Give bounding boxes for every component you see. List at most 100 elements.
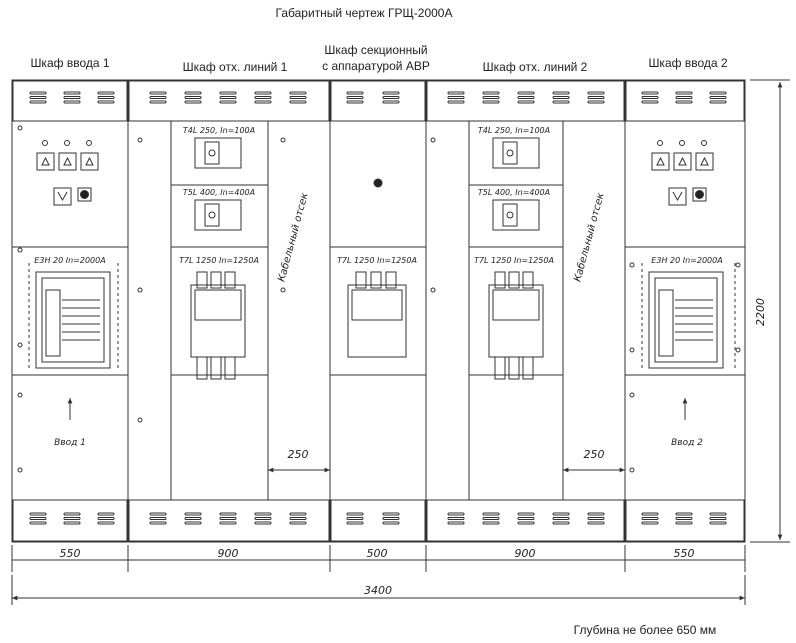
input-label-1: Ввод 1 <box>54 438 86 448</box>
breaker-lever-icon <box>204 141 220 165</box>
door-hinge-dot <box>17 467 23 473</box>
breaker-handle-area <box>658 289 674 357</box>
vent-slot <box>641 517 659 520</box>
vent-slot <box>447 91 465 95</box>
vent-slot <box>346 96 364 99</box>
vent-slot <box>587 96 605 99</box>
ammeter-icon <box>80 152 99 171</box>
indicator-lamp <box>701 140 707 146</box>
switch-box-icon <box>692 187 707 202</box>
cable-width-label-2: 250 <box>584 448 605 461</box>
vent-slot <box>482 100 500 104</box>
indicator-lamp <box>657 140 663 146</box>
vent-slot <box>482 517 500 520</box>
breaker-lever-icon <box>204 203 220 227</box>
switch-box-icon <box>77 187 92 202</box>
breaker-terminal-icon <box>494 356 506 380</box>
air-breaker-housing <box>648 271 724 369</box>
breaker-terminal-icon <box>224 356 236 380</box>
cabinet-label-sectional-line2: с аппаратурой АВР <box>322 59 430 73</box>
cabinet-label-sectional-line1: Шкаф секционный <box>324 43 427 57</box>
vent-slot <box>709 517 727 520</box>
vent-slot <box>289 96 307 99</box>
vent-slot <box>254 521 272 525</box>
ammeter-icon <box>651 152 670 171</box>
vent-slot <box>149 100 167 104</box>
breaker-terminal-icon <box>508 356 520 380</box>
breaker-label-e3h-2: Е3Н 20 In=2000А <box>651 256 722 265</box>
indicator-lamp <box>64 140 70 146</box>
vent-slot <box>552 517 570 520</box>
vent-slot <box>447 517 465 520</box>
breaker-label-t4l-1: T4L 250, In=100А <box>183 126 255 135</box>
vent-slot <box>641 521 659 525</box>
vent-slot <box>675 91 693 95</box>
vent-slot <box>63 100 81 104</box>
vent-slot <box>641 100 659 104</box>
vent-slot <box>346 91 364 95</box>
height-label: 2200 <box>754 298 767 326</box>
door-hinge-dot <box>17 392 23 398</box>
door-hinge-dot <box>280 137 286 143</box>
vent-slot <box>219 91 237 95</box>
moulded-breaker-icon <box>492 137 540 169</box>
vent-slot <box>184 521 202 525</box>
vent-slot <box>289 517 307 520</box>
vent-slot <box>219 517 237 520</box>
vent-slot <box>447 100 465 104</box>
vent-slot <box>709 91 727 95</box>
door-hinge-dot <box>629 262 635 268</box>
vent-slot <box>709 512 727 516</box>
vent-slot <box>517 521 535 525</box>
cable-compartment-label-2: Кабельный отсек <box>571 191 606 283</box>
cabinet-label-input-1: Шкаф ввода 1 <box>30 56 109 70</box>
vent-slot <box>63 512 81 516</box>
input-label-2: Ввод 2 <box>671 438 703 448</box>
power-breaker-top <box>194 289 242 321</box>
vent-slot <box>219 100 237 104</box>
door-hinge-dot <box>735 347 741 353</box>
vent-slot <box>382 100 400 104</box>
vent-slot <box>254 91 272 95</box>
vent-slot <box>219 96 237 99</box>
ammeter-needle-icon <box>678 156 687 166</box>
cabinet-frame <box>127 79 331 543</box>
door-hinge-dot <box>735 262 741 268</box>
voltmeter-needle-icon <box>57 191 68 202</box>
cabinet-bottom-panel <box>128 499 330 542</box>
ammeter-icon <box>695 152 714 171</box>
vent-slot <box>587 521 605 525</box>
cabinet-label-input-2: Шкаф ввода 2 <box>648 56 727 70</box>
breaker-knob-icon <box>506 211 514 219</box>
breaker-label-e3h-1: Е3Н 20 In=2000А <box>34 256 105 265</box>
door-hinge-dot <box>430 287 436 293</box>
cabinet-bottom-panel <box>625 499 745 542</box>
vent-slot <box>346 517 364 520</box>
door-hinge-dot <box>137 137 143 143</box>
breaker-terminal-icon <box>522 356 534 380</box>
breaker-terminal-icon <box>210 271 222 289</box>
breaker-terminal-icon <box>370 271 382 289</box>
power-breaker-housing <box>488 284 544 358</box>
vent-slot <box>289 100 307 104</box>
selector-switch-icon <box>80 190 89 199</box>
ammeter-needle-icon <box>700 156 709 166</box>
voltmeter-icon <box>53 187 72 206</box>
vent-slot <box>97 100 115 104</box>
door-hinge-dot <box>17 125 23 131</box>
vent-slot <box>382 91 400 95</box>
breaker-knob-icon <box>506 149 514 157</box>
vent-slot <box>552 91 570 95</box>
vent-slot <box>675 100 693 104</box>
door-hinge-dot <box>137 287 143 293</box>
vent-slot <box>29 100 47 104</box>
breaker-lever-icon <box>502 141 518 165</box>
vent-slot <box>149 96 167 99</box>
breaker-terminal-icon <box>508 271 520 289</box>
vent-slot <box>219 512 237 516</box>
vent-slot <box>382 512 400 516</box>
vent-slot <box>29 96 47 99</box>
vent-slot <box>641 96 659 99</box>
